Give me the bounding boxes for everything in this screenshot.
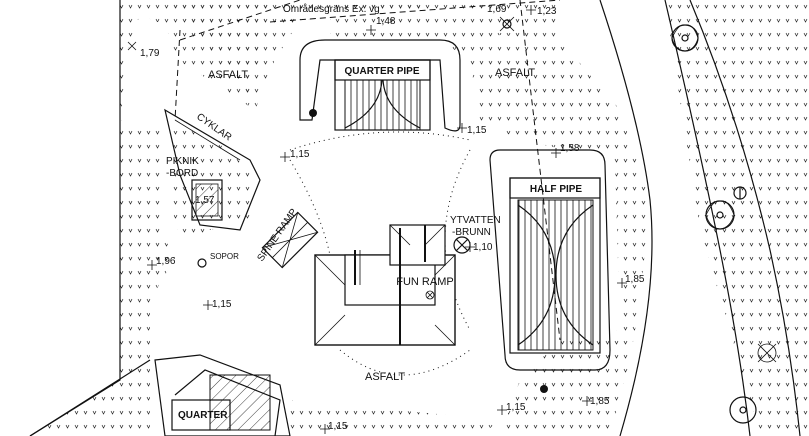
left-edge [29, 0, 121, 436]
piknik-label-2: -BORD [166, 168, 198, 179]
elev-label: 1,15 [467, 125, 487, 136]
path-edge-3 [689, 0, 801, 436]
boundary-line-2 [269, 0, 561, 23]
elevation-markers: 1,79 1,48 1,69 1,23 1,15 1,58 1,15 1,57 … [127, 4, 645, 434]
quarter-pipe-bottom-label: QUARTER [178, 410, 228, 421]
half-pipe: HALF PIPE [489, 149, 611, 371]
ytvatten-label: YTVATTEN [450, 215, 501, 226]
fun-ramp: FUN RAMP [314, 224, 456, 346]
boundary-label: Områdesgräns Ex. vg [283, 3, 380, 15]
path-edge-2 [664, 0, 751, 436]
drain-icon [425, 290, 435, 300]
sopor-label: SOPOR [210, 252, 239, 261]
ytvatten-label-2: -BRUNN [452, 227, 491, 238]
asfalt-label-center: ASFALT [365, 371, 405, 383]
quarter-pipe-top: QUARTER PIPE [299, 39, 461, 132]
elev-label: 1,85 [590, 396, 610, 407]
elev-label: 1,15 [290, 149, 310, 160]
quarter-pipe-bottom: QUARTER [154, 354, 291, 436]
elev-label: 1,96 [156, 256, 176, 267]
elev-label: 1,57 [195, 195, 215, 206]
well-icon [453, 236, 471, 254]
tree-icon [671, 24, 757, 424]
elev-label: 1,23 [537, 6, 557, 17]
elev-label: 1,85 [625, 274, 645, 285]
spine-ramp [261, 211, 319, 269]
quarter-pipe-top-label: QUARTER PIPE [344, 66, 419, 77]
dotted-path [289, 131, 471, 151]
bike-parking [164, 108, 261, 231]
elev-label: 1,69 [487, 4, 507, 15]
elev-label: 1,58 [560, 143, 580, 154]
elev-label: 1,15 [212, 299, 232, 310]
path-edge-1 [599, 0, 653, 436]
elev-label: 1,79 [140, 48, 160, 59]
elev-label: 1,15 [506, 402, 526, 413]
asfalt-label-right: ASFALT [495, 67, 535, 79]
spine-ramp-label: SPINE RAMP [255, 207, 300, 264]
boundary-line [179, 0, 301, 41]
fun-ramp-label: FUN RAMP [396, 276, 453, 288]
piknik-label: PIKNIK [166, 156, 199, 167]
grass-areas [30, 0, 809, 436]
elev-label: 1,48 [376, 16, 396, 27]
elev-label: 1,10 [473, 242, 493, 253]
survey-point-icon [309, 16, 548, 393]
boundary-line-4 [174, 29, 181, 121]
half-pipe-label: HALF PIPE [530, 184, 583, 195]
bin-icon [197, 258, 207, 268]
elev-label: 1,15 [328, 421, 348, 432]
asfalt-label-left: ASFALT [208, 69, 248, 81]
marker-icon [733, 186, 777, 363]
